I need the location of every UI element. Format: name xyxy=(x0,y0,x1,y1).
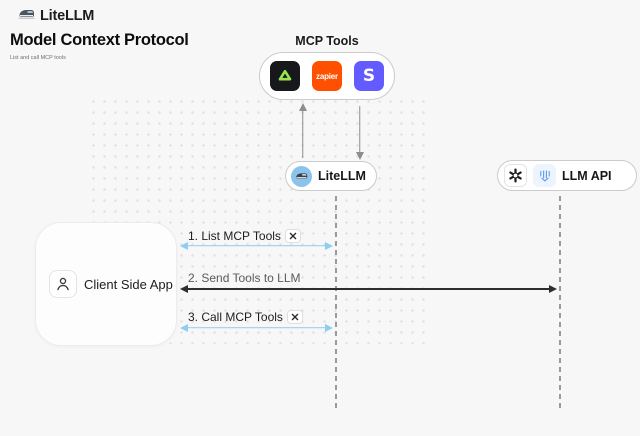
message-2-arrow xyxy=(180,284,557,293)
arrowhead-right xyxy=(325,241,333,250)
stripe-letter: S xyxy=(362,66,376,86)
message-1-label: 1. List MCP Tools xyxy=(188,229,301,243)
message-2-text: 2. Send Tools to LLM xyxy=(188,271,301,285)
litellm-node-label: LiteLLM xyxy=(318,169,366,183)
message-1-text: 1. List MCP Tools xyxy=(188,229,281,243)
tools-icon xyxy=(284,229,301,243)
client-side-app-node: Client Side App xyxy=(35,222,177,346)
litellm-lifeline xyxy=(335,196,337,408)
person-icon xyxy=(49,270,77,298)
message-3-text: 3. Call MCP Tools xyxy=(188,310,283,324)
arrowhead-right xyxy=(549,284,557,293)
brand-header: LiteLLM xyxy=(18,7,94,25)
message-1-arrow xyxy=(180,241,333,250)
llm-api-node-label: LLM API xyxy=(562,168,612,183)
message-3-label: 3. Call MCP Tools xyxy=(188,310,303,324)
arrow-litellm-to-mcp xyxy=(298,103,307,161)
stripe-icon: S xyxy=(354,61,384,91)
llm-api-node: LLM API xyxy=(497,160,637,191)
llm-api-lifeline xyxy=(559,196,561,408)
litellm-logo-icon xyxy=(291,165,312,187)
arrow-mcp-to-litellm xyxy=(355,103,364,160)
arrowhead-right xyxy=(325,323,333,332)
openai-icon xyxy=(504,164,527,187)
client-side-app-label: Client Side App xyxy=(84,276,173,292)
page-subtitle: List and call MCP tools xyxy=(10,55,66,61)
zapier-icon: zapier xyxy=(312,61,342,91)
message-2-label: 2. Send Tools to LLM xyxy=(188,271,301,285)
zapier-wordmark: zapier xyxy=(316,71,338,81)
litellm-node: LiteLLM xyxy=(285,161,377,191)
arrowhead-down xyxy=(355,152,364,160)
page-title: Model Context Protocol xyxy=(10,31,189,49)
tools-icon xyxy=(286,310,303,324)
litellm-train-icon xyxy=(18,7,35,25)
mcp-tools-node: zapier S xyxy=(259,52,395,100)
brand-name: LiteLLM xyxy=(40,8,95,24)
mcp-tools-label: MCP Tools xyxy=(295,34,359,48)
message-3-arrow xyxy=(180,323,333,332)
gumloop-icon xyxy=(270,61,300,91)
llm-provider-icon xyxy=(533,164,556,187)
